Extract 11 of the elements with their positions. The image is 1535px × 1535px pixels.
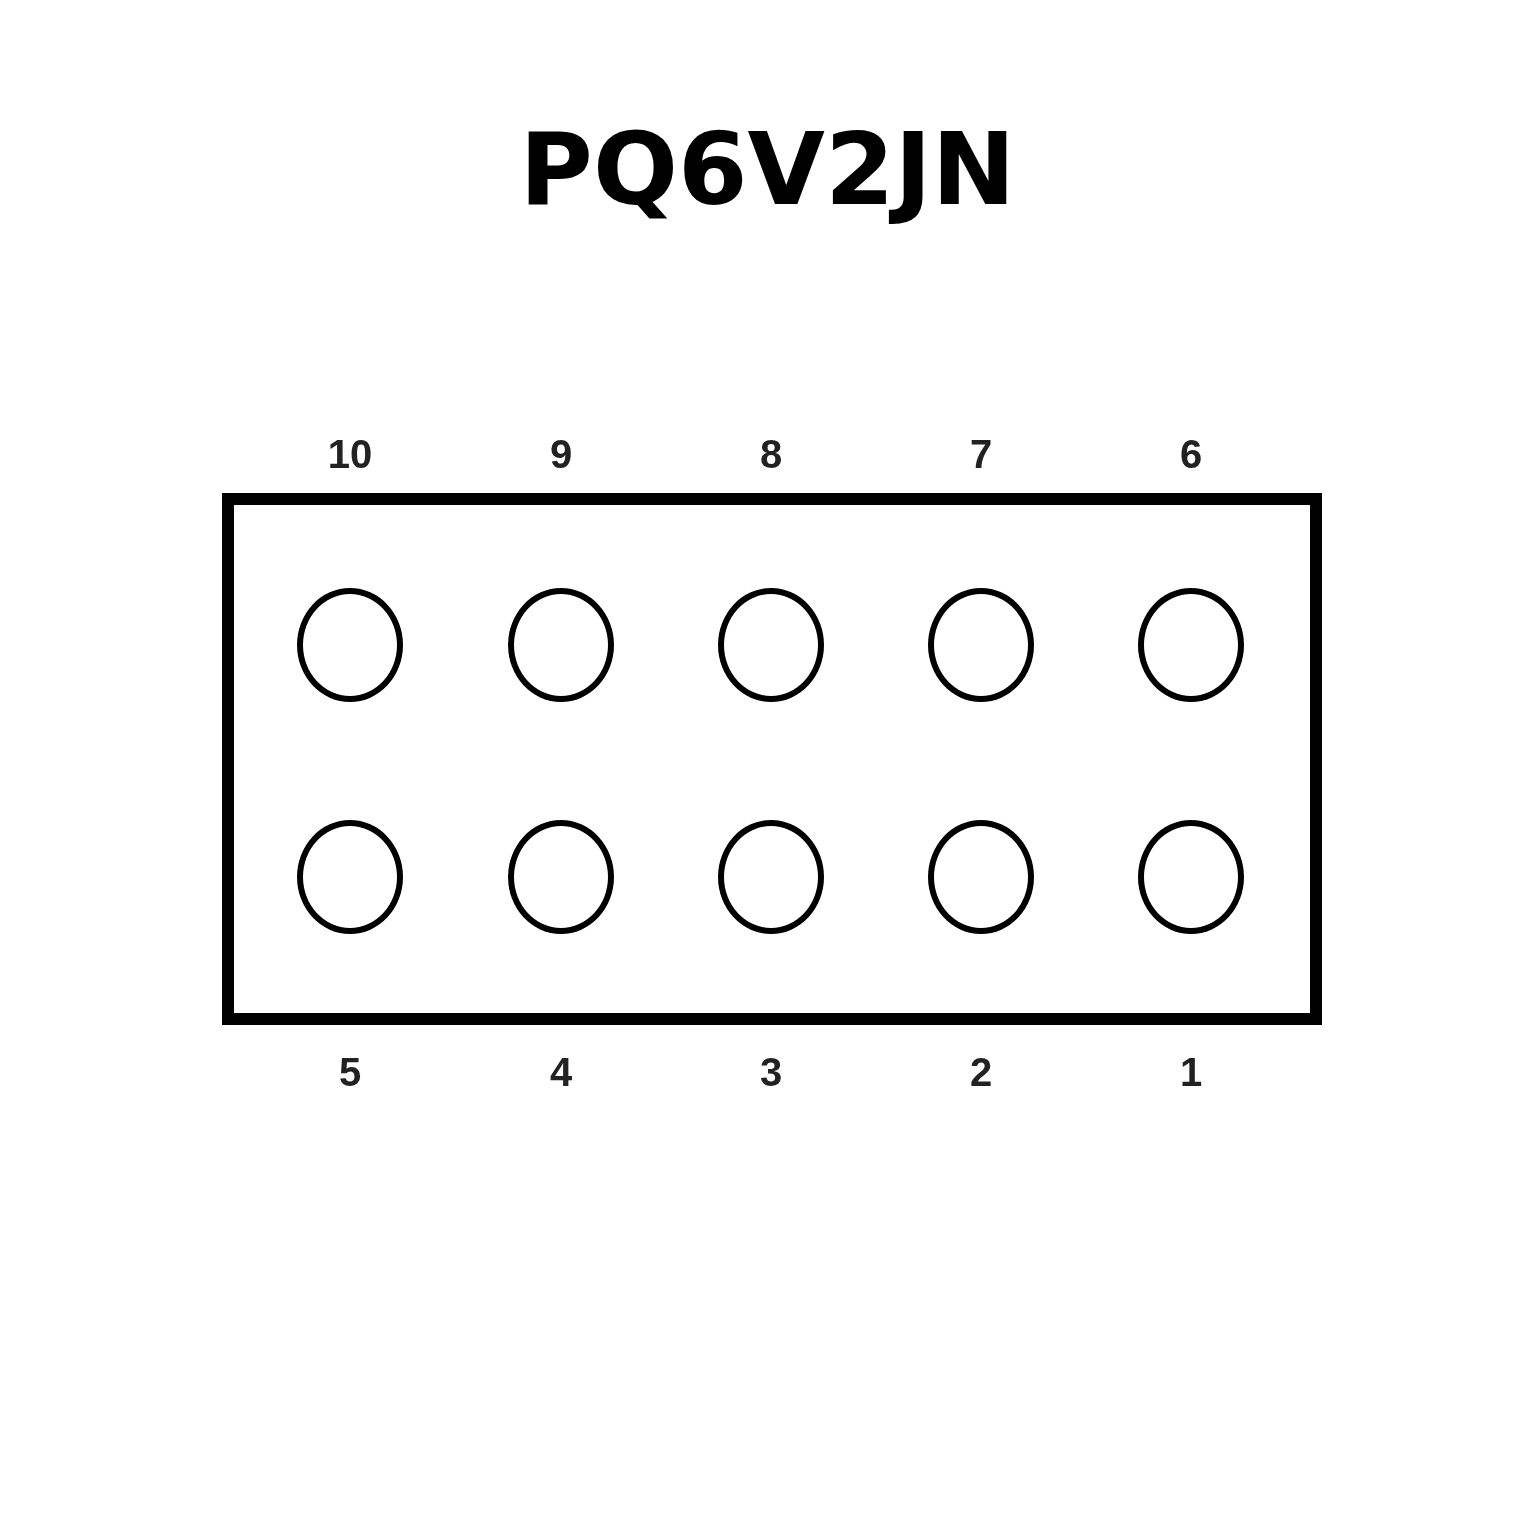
pin-number: 7 bbox=[968, 432, 994, 476]
pin-number: 4 bbox=[548, 1050, 574, 1094]
pin-number: 5 bbox=[337, 1050, 363, 1094]
pin-number: 8 bbox=[758, 432, 784, 476]
pin-number: 3 bbox=[758, 1050, 784, 1094]
pin-number: 9 bbox=[548, 432, 574, 476]
pin-number: 2 bbox=[968, 1050, 994, 1094]
pin-number: 10 bbox=[326, 432, 374, 476]
pin-number: 6 bbox=[1178, 432, 1204, 476]
title: PQ6V2JN bbox=[518, 110, 1017, 230]
pin-number: 1 bbox=[1178, 1050, 1204, 1094]
